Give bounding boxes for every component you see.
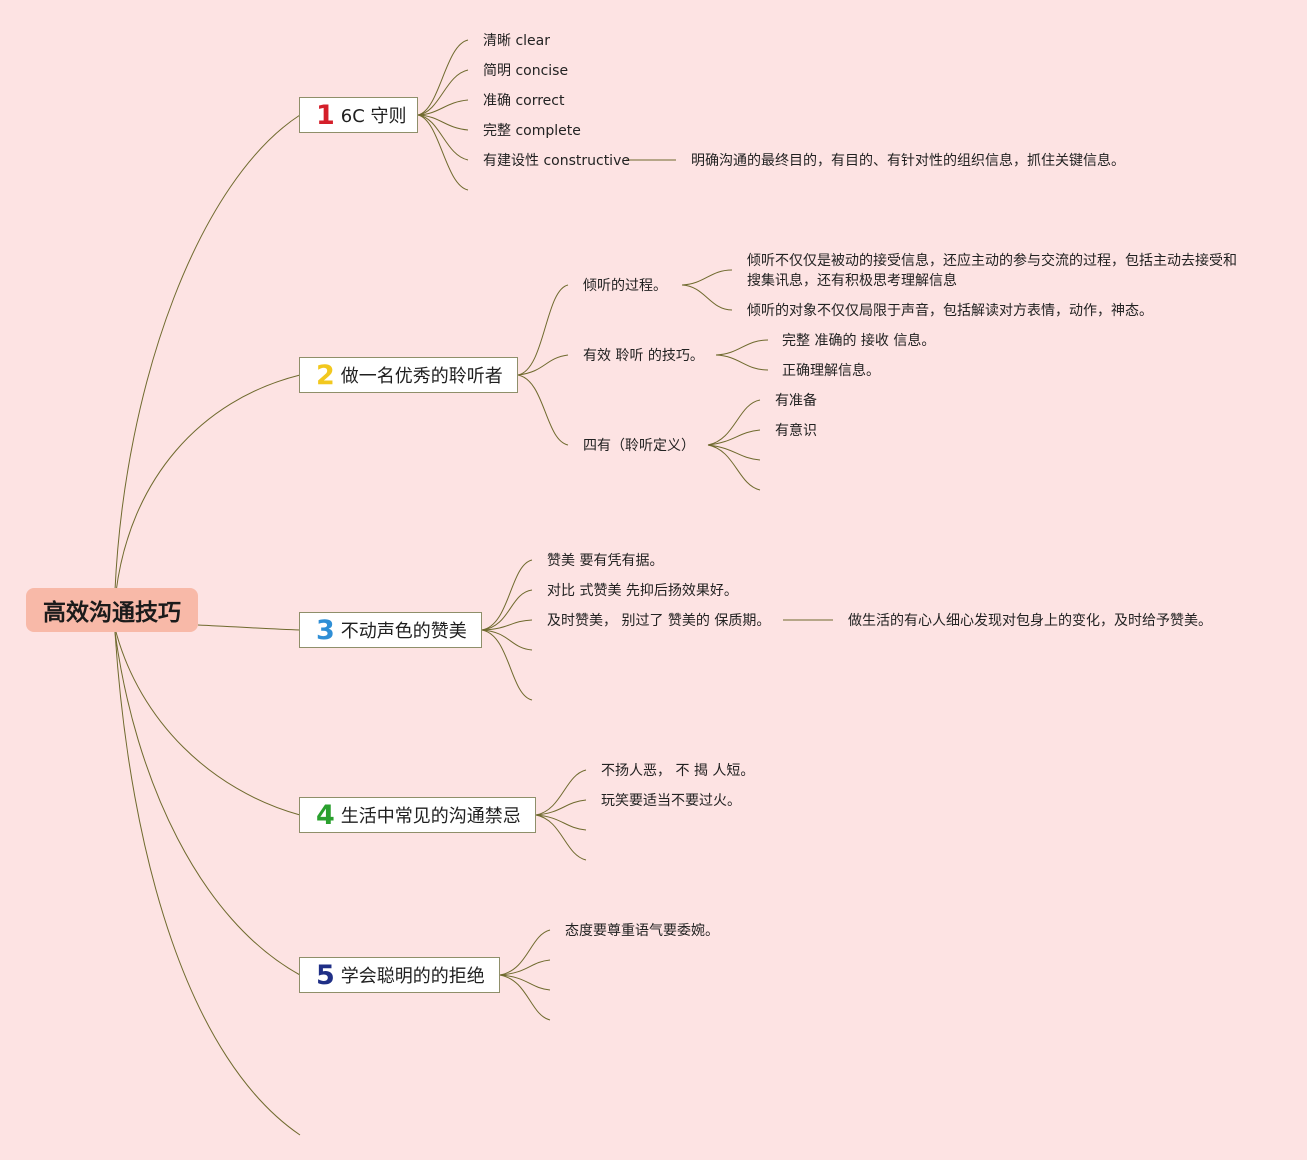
b1-link-5 (417, 114, 469, 161)
b5-link-2 (499, 959, 551, 976)
branch-1-label: 6C 守则 (340, 106, 407, 127)
b4-link-1 (535, 769, 587, 816)
b2-child-3[interactable]: 四有（聆听定义） (583, 438, 695, 454)
b4-link-4 (535, 814, 587, 861)
b2-link-2 (517, 354, 569, 376)
branch-4-label: 生活中常见的沟通禁忌 (340, 806, 521, 827)
b3-link-3 (481, 619, 533, 631)
b5-link-4 (499, 974, 551, 1021)
b1-link-3 (417, 99, 469, 116)
b1-link-2 (417, 69, 469, 116)
b2-sub1-link-2 (681, 284, 733, 311)
root-link-4 (115, 631, 301, 816)
b3-child-3[interactable]: 及时赞美， 别过了 赞美的 保质期。 (547, 613, 771, 629)
number-5-icon: 5 (316, 959, 335, 991)
branch-3-label: 不动声色的赞美 (340, 621, 467, 642)
b1-child-5[interactable]: 有建设性 constructive (483, 153, 630, 169)
b2-child-1-sub-1[interactable]: 倾听不仅仅是被动的接受信息，还应主动的参与交流的过程，包括主动去接受和搜集讯息，… (747, 253, 1237, 289)
b1-link-4 (417, 114, 469, 131)
root-link-1 (114, 114, 301, 591)
branch-2[interactable]: 2 做一名优秀的聆听者 (299, 357, 518, 393)
b3-link-4 (481, 629, 533, 651)
b1-child-5-note[interactable]: 明确沟通的最终目的，有目的、有针对性的组织信息，抓住关键信息。 (691, 153, 1125, 169)
b5-child-1[interactable]: 态度要尊重语气要委婉。 (565, 923, 719, 939)
b1-link-6 (417, 114, 469, 191)
b2-child-2-sub-2[interactable]: 正确理解信息。 (782, 363, 880, 379)
b2-sub3-link-2 (707, 429, 761, 446)
b2-child-3-sub-1[interactable]: 有准备 (775, 393, 817, 409)
number-3-icon: 3 (316, 614, 335, 646)
b4-child-2[interactable]: 玩笑要适当不要过火。 (601, 793, 741, 809)
root-topic[interactable]: 高效沟通技巧 (26, 588, 198, 632)
b2-sub3-link-1 (707, 399, 761, 446)
branch-5-label: 学会聪明的的拒绝 (340, 966, 485, 987)
b2-child-2[interactable]: 有效 聆听 的技巧。 (583, 348, 704, 364)
root-link-6 (114, 631, 301, 1136)
b3-child-1[interactable]: 赞美 要有凭有据。 (547, 553, 664, 569)
b2-child-1-sub-2[interactable]: 倾听的对象不仅仅局限于声音，包括解读对方表情，动作，神态。 (747, 303, 1153, 319)
b4-link-2 (535, 799, 587, 816)
b1-child-1[interactable]: 清晰 clear (483, 33, 550, 49)
b2-link-3 (517, 374, 569, 446)
branch-1[interactable]: 1 6C 守则 (299, 97, 418, 133)
b2-sub3-link-3 (707, 444, 761, 461)
root-link-5 (114, 631, 301, 976)
b2-child-1[interactable]: 倾听的过程。 (583, 278, 667, 294)
b2-child-3-sub-2[interactable]: 有意识 (775, 423, 817, 439)
branch-3[interactable]: 3 不动声色的赞美 (299, 612, 482, 648)
b5-link-3 (499, 974, 551, 991)
b1-child-3[interactable]: 准确 correct (483, 93, 565, 109)
b1-link-1 (417, 39, 469, 116)
branch-2-label: 做一名优秀的聆听者 (340, 366, 503, 387)
b3-link-5 (481, 629, 533, 701)
branch-4[interactable]: 4 生活中常见的沟通禁忌 (299, 797, 536, 833)
b3-child-3-note[interactable]: 做生活的有心人细心发现对包身上的变化，及时给予赞美。 (848, 613, 1212, 629)
number-2-icon: 2 (316, 359, 335, 391)
b4-child-1[interactable]: 不扬人恶， 不 揭 人短。 (601, 763, 755, 779)
root-link-2 (115, 374, 301, 593)
b3-link-2 (481, 589, 533, 631)
branch-5[interactable]: 5 学会聪明的的拒绝 (299, 957, 500, 993)
b1-child-4[interactable]: 完整 complete (483, 123, 581, 139)
b2-sub2-link-1 (715, 339, 769, 356)
number-4-icon: 4 (316, 799, 335, 831)
b3-child-2[interactable]: 对比 式赞美 先抑后扬效果好。 (547, 583, 738, 599)
b2-sub3-link-4 (707, 444, 761, 491)
b2-sub1-link-1 (681, 269, 733, 286)
b2-child-2-sub-1[interactable]: 完整 准确的 接收 信息。 (782, 333, 936, 349)
number-1-icon: 1 (316, 99, 335, 131)
b4-link-3 (535, 814, 587, 831)
b2-link-1 (517, 284, 569, 376)
b5-link-1 (499, 929, 551, 976)
root-link-3 (197, 624, 301, 631)
b2-sub2-link-2 (715, 354, 769, 371)
b1-child-2[interactable]: 简明 concise (483, 63, 569, 79)
b3-link-1 (481, 559, 533, 631)
